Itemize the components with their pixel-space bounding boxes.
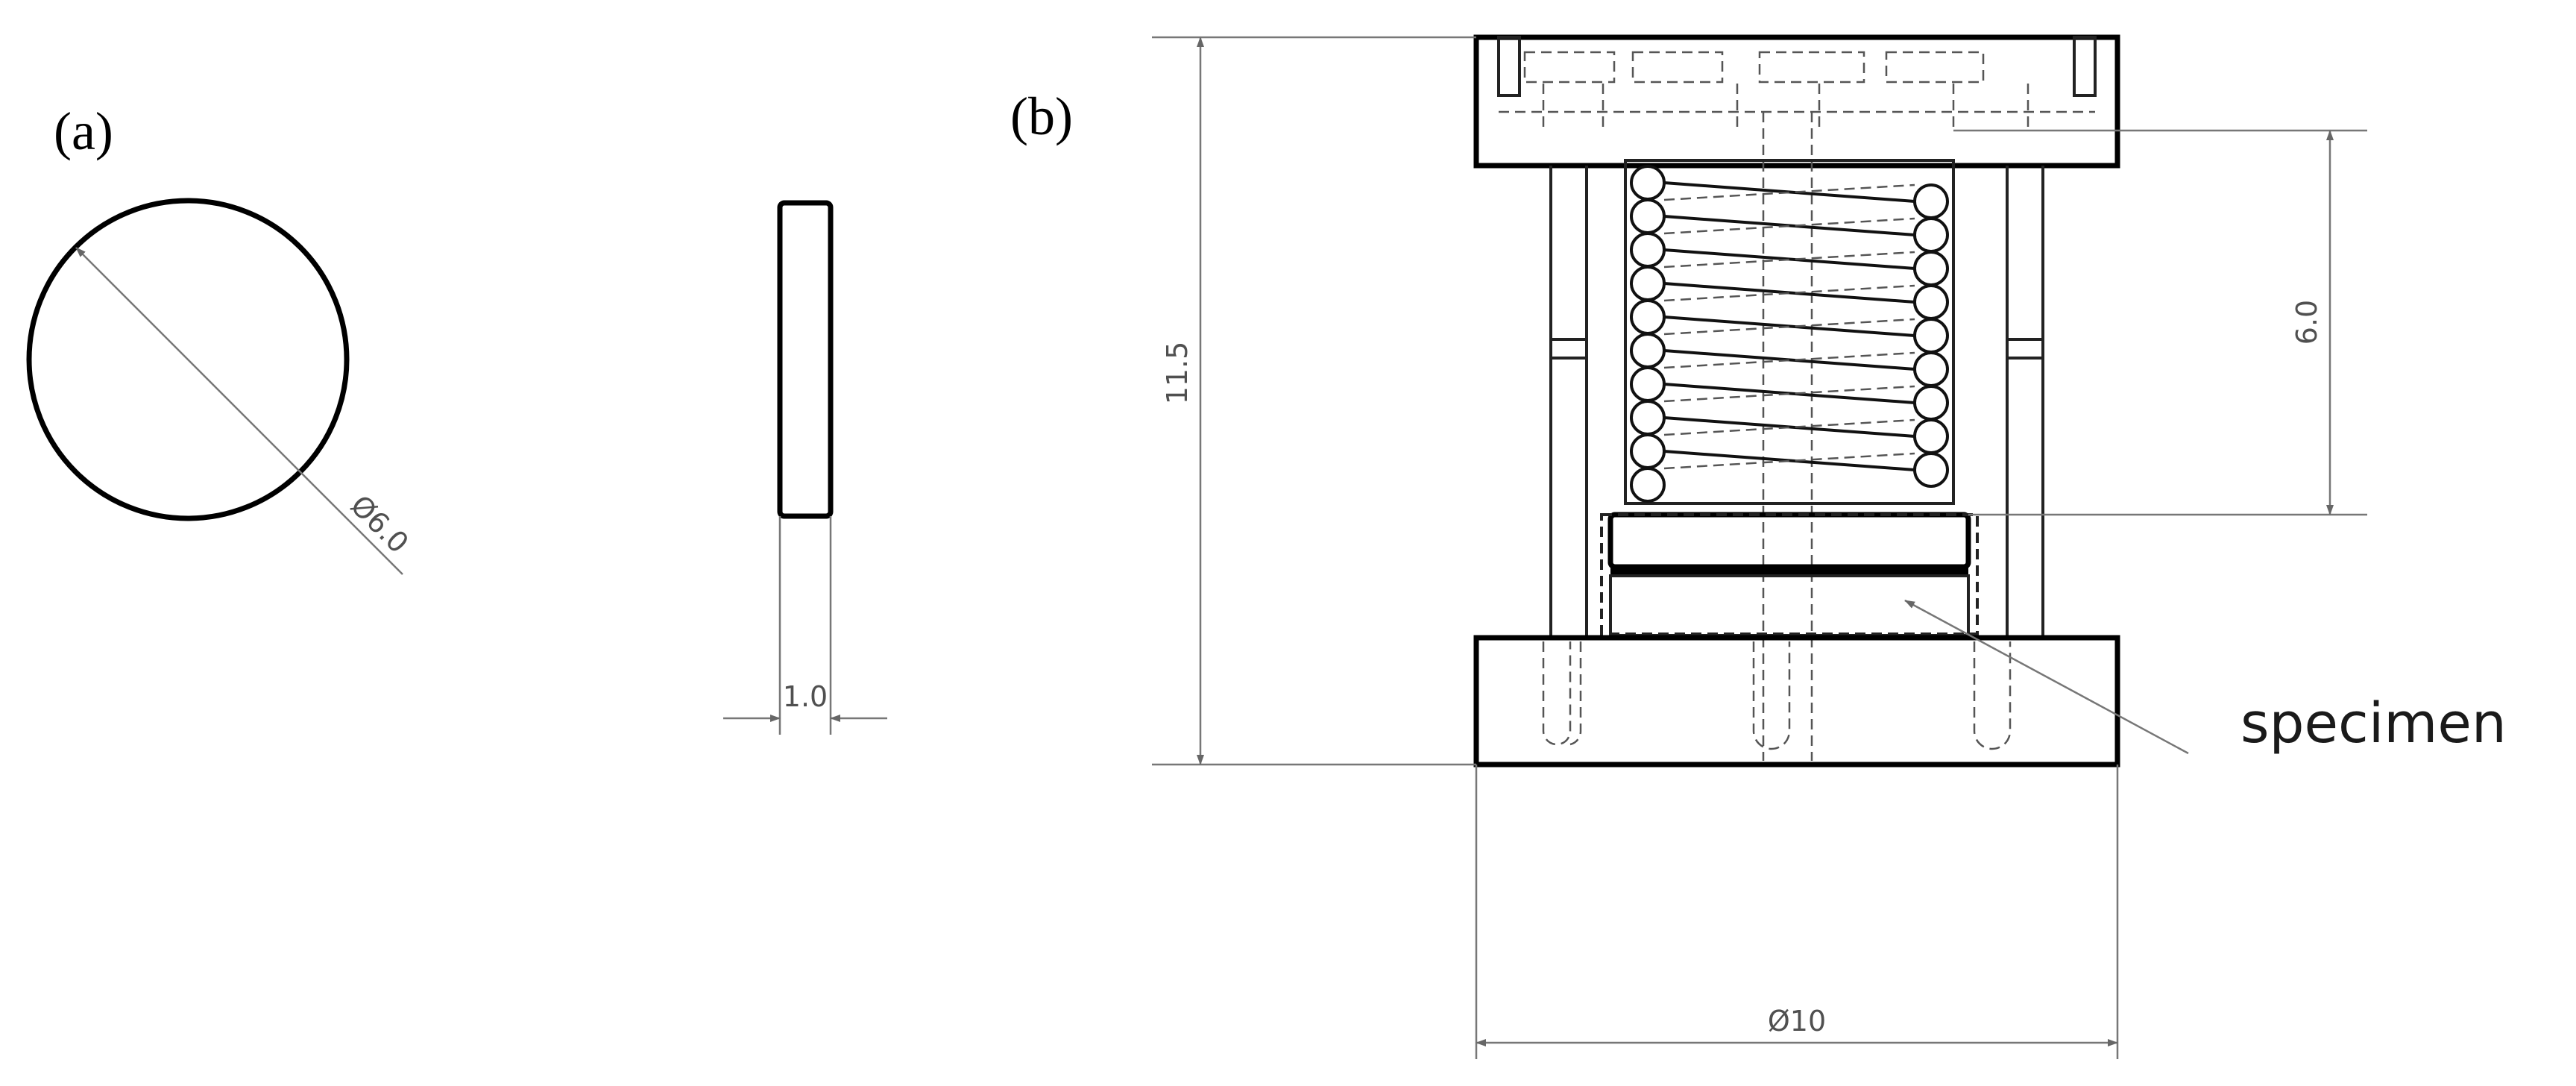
specimen-leader-line: [1904, 599, 2189, 755]
base-diameter-label: Ø10: [1768, 1005, 1826, 1038]
compression-spring: [1624, 159, 1955, 505]
panel-a-label: (a): [54, 101, 113, 161]
specimen-disk-front-view: [26, 198, 350, 521]
base-holes: [1542, 641, 2012, 750]
spring-seat-plate: [1607, 512, 1971, 570]
top-cap: [1473, 34, 2120, 169]
overall-height-label: 11.5: [1161, 342, 1194, 405]
disk-thickness-label: 1.0: [783, 680, 828, 713]
specimen-callout-label: specimen: [2240, 691, 2507, 756]
panel-a: (a) Ø6.0 1.0: [26, 101, 887, 735]
disk-diameter-dimension-line: [75, 247, 403, 575]
top-cap-details: [1497, 36, 2097, 127]
disk-diameter-label: Ø6.0: [344, 489, 415, 559]
base-plate: [1473, 635, 2120, 768]
guide-posts: [1549, 112, 2044, 761]
spring-length-label: 6.0: [2290, 300, 2323, 345]
panel-b: (b): [1010, 34, 2507, 1059]
panel-b-label: (b): [1010, 87, 1073, 146]
held-specimen: [1610, 567, 1968, 576]
specimen-disk-side-view: [777, 200, 834, 519]
